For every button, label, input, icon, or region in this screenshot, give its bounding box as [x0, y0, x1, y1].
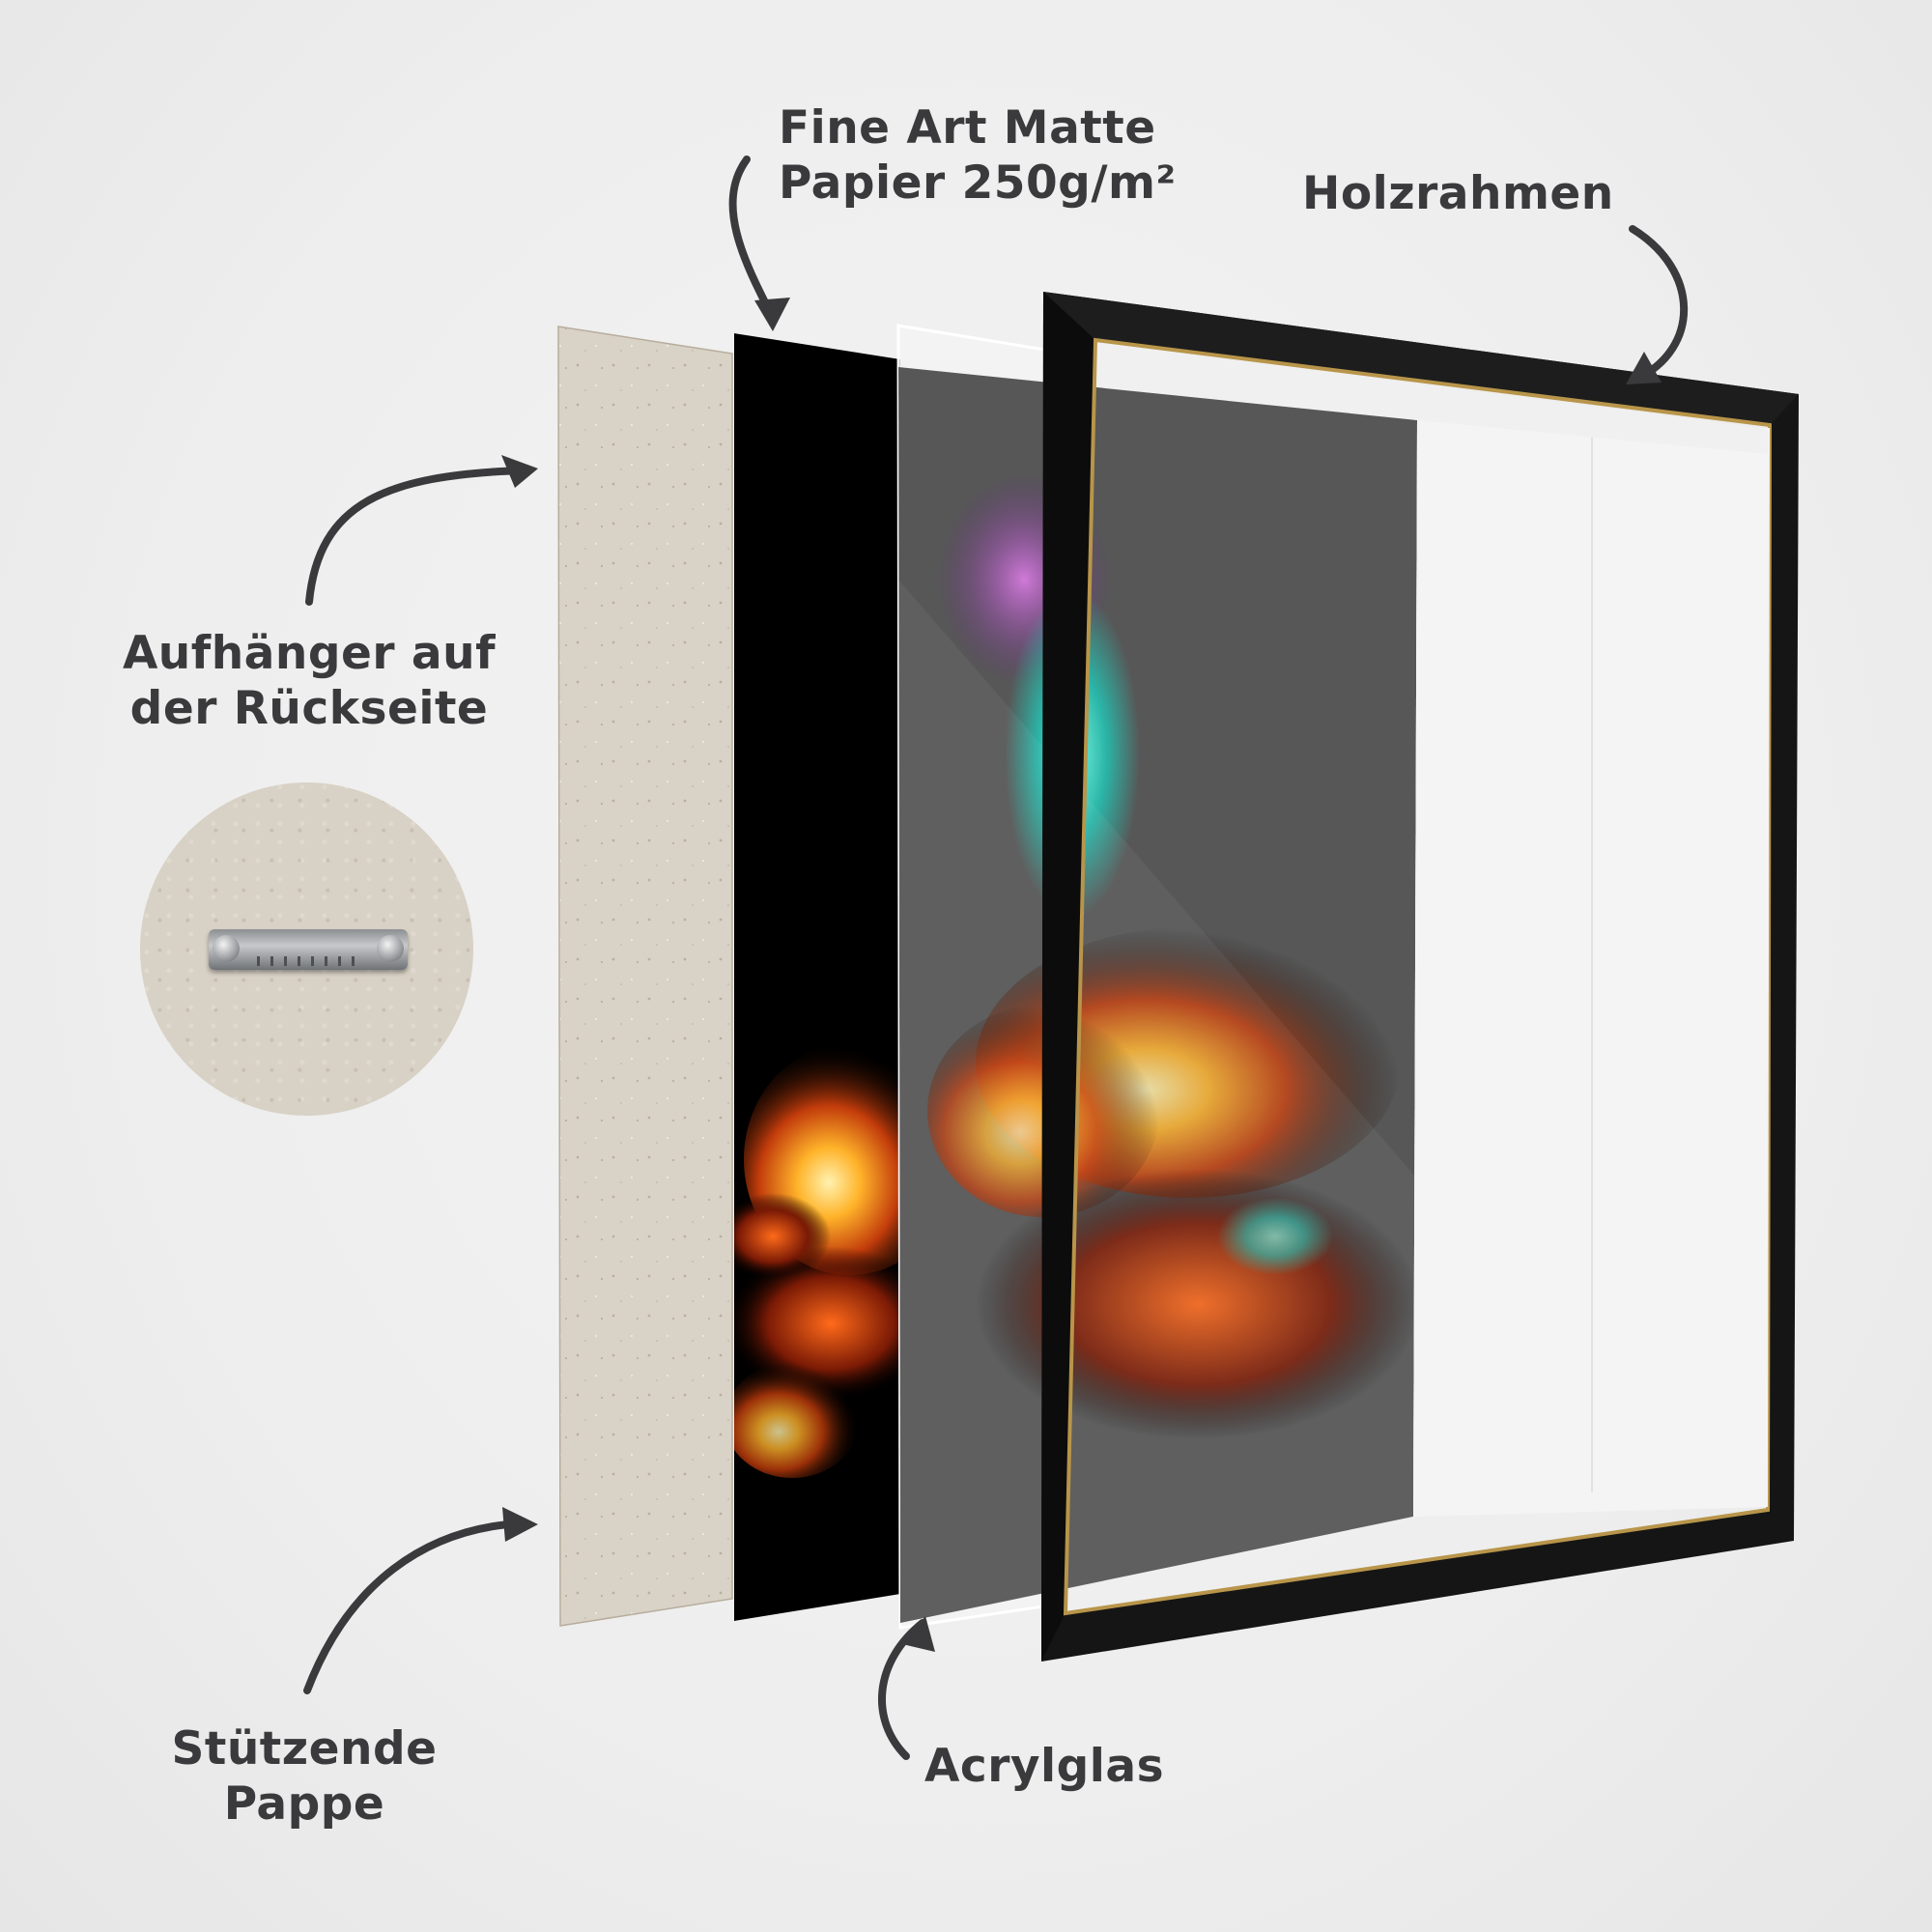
label-backing-board: Stützende Pappe	[155, 1721, 454, 1833]
arrowhead-icon	[754, 298, 790, 331]
arrowhead-icon	[1626, 352, 1662, 384]
arrow-heads	[501, 298, 1662, 1652]
wood-frame-layer	[1041, 292, 1799, 1662]
arrowhead-icon	[902, 1616, 935, 1652]
label-hanger-line2: der Rückseite	[129, 682, 489, 736]
label-frame-text: Holzrahmen	[1302, 167, 1614, 220]
label-paper-line1: Fine Art Matte	[779, 101, 1156, 155]
label-fine-art-paper: Fine Art Matte Papier 250g/m²	[779, 100, 1177, 212]
label-board-line1: Stützende	[171, 1722, 438, 1776]
arrow-to-backing-board	[303, 1520, 526, 1694]
label-board-line2: Pappe	[223, 1777, 385, 1832]
arrowhead-icon	[502, 1507, 538, 1542]
sawtooth-hanger-icon	[209, 929, 408, 970]
backing-board-layer	[557, 326, 733, 1627]
label-acrylic-glass: Acrylglas	[924, 1739, 1164, 1794]
fine-art-paper-layer	[734, 333, 900, 1621]
label-paper-line2: Papier 250g/m²	[779, 156, 1177, 211]
label-acrylic-text: Acrylglas	[924, 1740, 1165, 1793]
arrowhead-icon	[501, 455, 538, 488]
arrow-to-paper	[728, 156, 775, 318]
acrylic-glass-layer	[896, 324, 1417, 1630]
arrow-to-acrylic	[877, 1619, 926, 1760]
arrow-to-hanger-board	[305, 467, 526, 606]
hanger-teeth	[257, 956, 359, 966]
arrows	[303, 156, 1689, 1760]
screw-icon	[213, 935, 240, 962]
screw-icon	[377, 935, 404, 962]
label-hanger: Aufhänger auf der Rückseite	[116, 626, 502, 737]
label-hanger-line1: Aufhänger auf	[122, 627, 497, 680]
label-wood-frame: Holzrahmen	[1302, 166, 1614, 221]
arrow-to-frame	[1629, 225, 1689, 383]
